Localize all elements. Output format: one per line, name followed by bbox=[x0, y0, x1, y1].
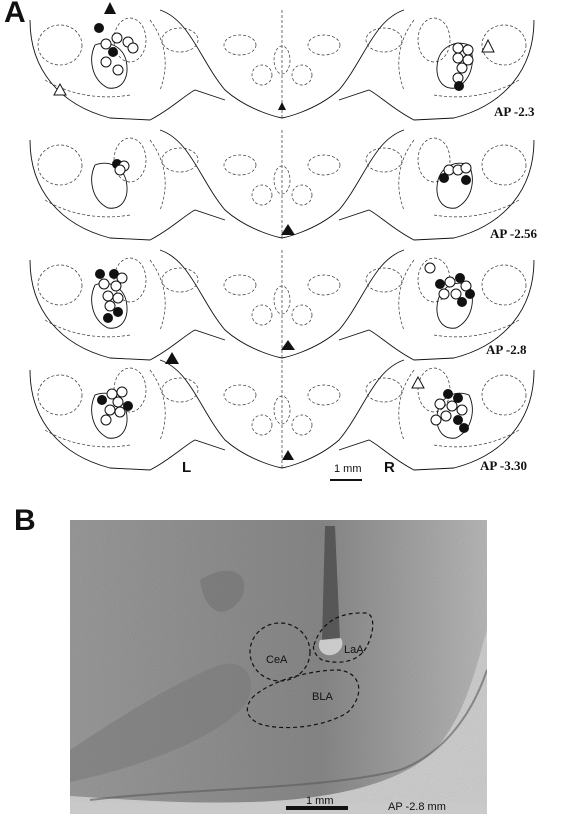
laa-outline bbox=[312, 612, 374, 663]
ap-label-section-3: AP -2.8 bbox=[486, 342, 527, 357]
atlas-section-1: AP -2.3 bbox=[29, 2, 535, 121]
micrograph-scale-bar bbox=[286, 806, 348, 810]
left-hemisphere-label: L bbox=[182, 459, 191, 476]
ap-label-section-1: AP -2.3 bbox=[494, 104, 535, 119]
atlas-section-3: AP -2.8 bbox=[29, 249, 535, 361]
section-4-markers bbox=[97, 352, 469, 460]
atlas-scale-label: 1 mm bbox=[334, 463, 362, 475]
panel-a-letter: A bbox=[4, 0, 26, 29]
section-2-markers bbox=[112, 159, 472, 235]
bla-label: BLA bbox=[312, 691, 333, 703]
section-1-markers bbox=[53, 2, 495, 110]
ap-label-section-2: AP -2.56 bbox=[490, 226, 537, 241]
right-hemisphere-label: R bbox=[384, 459, 395, 476]
atlas-section-2: AP -2.56 bbox=[29, 129, 537, 241]
ap-label-section-4: AP -3.30 bbox=[480, 458, 527, 473]
cannula-track bbox=[322, 526, 340, 640]
atlas-section-4: L R 1 mm AP -3.30 bbox=[29, 352, 535, 481]
laa-label: LaA bbox=[344, 644, 364, 656]
micrograph-scale-label: 1 mm bbox=[306, 795, 334, 807]
panel-b-letter: B bbox=[14, 504, 36, 537]
cea-outline bbox=[249, 622, 311, 682]
histology-micrograph: CeA LaA BLA 1 mm AP -2.8 mm bbox=[70, 520, 487, 814]
section-3-markers bbox=[95, 262, 475, 350]
micrograph-ap-label: AP -2.8 mm bbox=[388, 801, 446, 813]
cea-label: CeA bbox=[266, 654, 288, 666]
atlas-panel: AP -2.3 AP -2.56 bbox=[29, 2, 537, 481]
bla-outline bbox=[246, 669, 360, 729]
